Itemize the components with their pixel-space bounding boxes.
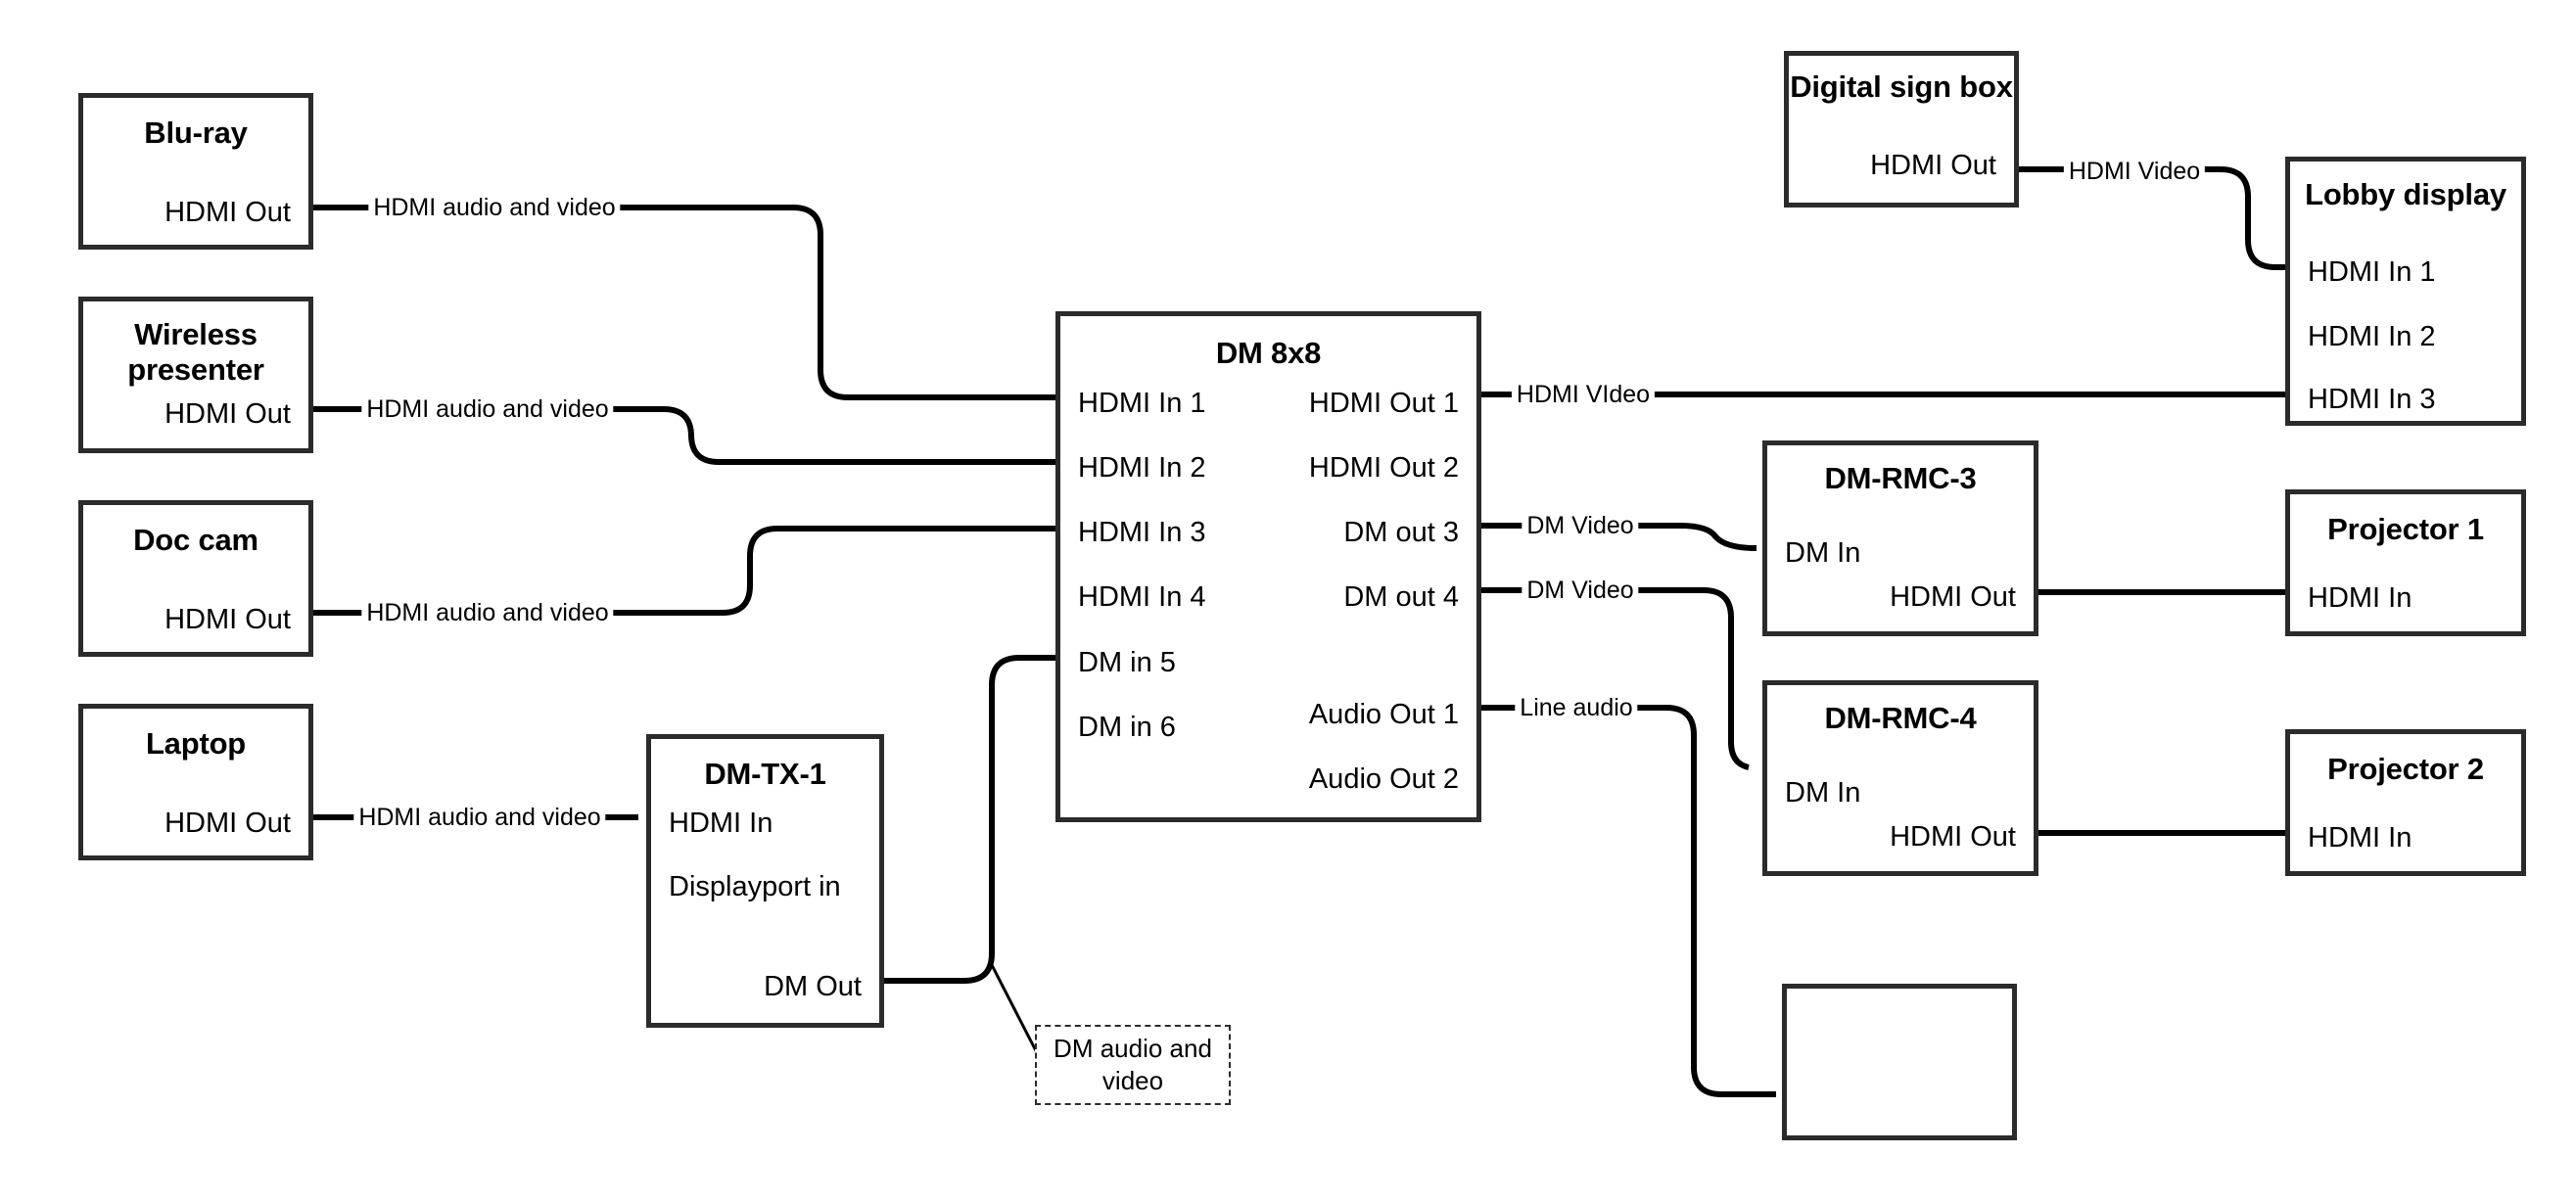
port-laptop-hdmi-out[interactable]: HDMI Out: [164, 808, 291, 839]
port-dm8x8-dm-out-3[interactable]: DM out 3: [1343, 517, 1459, 548]
device-title-lobby-display: Lobby display: [2305, 177, 2506, 211]
port-dm8x8-hdmi-in-2[interactable]: HDMI In 2: [1078, 452, 1206, 484]
device-dm-rmc-3[interactable]: DM-RMC-3 DM In HDMI Out: [1762, 440, 2038, 636]
edge-label-signbox-to-lobby: HDMI Video: [2063, 158, 2206, 185]
device-dm-rmc-4[interactable]: DM-RMC-4 DM In HDMI Out: [1762, 680, 2038, 876]
device-title-bluray: Blu-ray: [144, 115, 248, 150]
edge-label-dm-out4-to-rmc4: DM Video: [1522, 577, 1639, 604]
port-lobby-hdmi-in-1[interactable]: HDMI In 1: [2308, 256, 2436, 288]
edge-label-dm-audio-to-amplifier: Line audio: [1515, 694, 1638, 721]
edge-label-wireless-to-dm: HDMI audio and video: [361, 395, 614, 423]
edge-label-dm-out3-to-rmc3: DM Video: [1522, 512, 1639, 539]
port-dmtx1-hdmi-in[interactable]: HDMI In: [669, 808, 773, 839]
wire-signbox-to-lobby-in1: [2019, 166, 2285, 270]
device-amplifier[interactable]: [1782, 984, 2017, 1140]
device-wireless-presenter[interactable]: Wireless presenter HDMI Out: [78, 297, 313, 453]
port-dm8x8-dm-in-6[interactable]: DM in 6: [1078, 712, 1176, 743]
wire-wireless-to-dm-hdmi-in-2: [313, 406, 1055, 465]
device-digital-sign-box[interactable]: Digital sign box HDMI Out: [1784, 51, 2019, 208]
port-dm8x8-hdmi-in-3[interactable]: HDMI In 3: [1078, 517, 1206, 548]
port-rmc3-dm-in[interactable]: DM In: [1785, 537, 1861, 569]
device-projector-1[interactable]: Projector 1 HDMI In: [2285, 489, 2526, 636]
device-bluray[interactable]: Blu-ray HDMI Out: [78, 93, 313, 250]
port-bluray-hdmi-out[interactable]: HDMI Out: [164, 197, 291, 228]
device-title-laptop: Laptop: [145, 726, 247, 761]
device-title-doc-cam: Doc cam: [133, 523, 258, 557]
device-title-dm-rmc-3: DM-RMC-3: [1824, 461, 1977, 495]
device-lobby-display[interactable]: Lobby display HDMI In 1 HDMI In 2 HDMI I…: [2285, 157, 2526, 426]
device-laptop[interactable]: Laptop HDMI Out: [78, 704, 313, 860]
device-dm-tx-1[interactable]: DM-TX-1 HDMI In Displayport in DM Out: [646, 734, 884, 1028]
edge-label-doccam-to-dm: HDMI audio and video: [361, 599, 614, 626]
wire-doccam-to-dm-hdmi-in-3: [313, 526, 1055, 616]
port-lobby-hdmi-in-3[interactable]: HDMI In 3: [2308, 384, 2436, 415]
wire-bluray-to-dm-hdmi-in-1: [313, 205, 1055, 400]
port-projector2-hdmi-in[interactable]: HDMI In: [2308, 822, 2412, 854]
wire-dm-audio-out1-to-amplifier: [1481, 705, 1776, 1097]
port-dm8x8-hdmi-in-4[interactable]: HDMI In 4: [1078, 581, 1206, 613]
device-title-dm-tx-1: DM-TX-1: [704, 757, 826, 791]
port-rmc4-hdmi-out[interactable]: HDMI Out: [1890, 821, 2016, 853]
port-dm8x8-dm-out-4[interactable]: DM out 4: [1343, 581, 1459, 613]
wire-dmtx1-to-dm-in-5: [884, 655, 1055, 984]
port-wireless-hdmi-out[interactable]: HDMI Out: [164, 398, 291, 430]
port-doccam-hdmi-out[interactable]: HDMI Out: [164, 604, 291, 635]
port-dm8x8-hdmi-out-1[interactable]: HDMI Out 1: [1308, 388, 1459, 419]
edge-label-laptop-to-dmtx1: HDMI audio and video: [353, 804, 606, 831]
port-lobby-hdmi-in-2[interactable]: HDMI In 2: [2308, 321, 2436, 352]
device-title-dm-8x8: DM 8x8: [1215, 336, 1322, 370]
device-projector-2[interactable]: Projector 2 HDMI In: [2285, 729, 2526, 876]
port-dm8x8-dm-in-5[interactable]: DM in 5: [1078, 647, 1176, 678]
device-doc-cam[interactable]: Doc cam HDMI Out: [78, 500, 313, 657]
device-title-dm-rmc-4: DM-RMC-4: [1824, 701, 1977, 735]
port-signbox-hdmi-out[interactable]: HDMI Out: [1870, 150, 1996, 181]
device-title-projector-2: Projector 2: [2327, 752, 2484, 786]
edge-label-dm-out1-to-lobby: HDMI VIdeo: [1511, 381, 1656, 408]
port-rmc3-hdmi-out[interactable]: HDMI Out: [1890, 581, 2016, 613]
port-dmtx1-dm-out[interactable]: DM Out: [764, 971, 862, 1002]
callout-dm-audio-and-video: DM audio and video: [1035, 1025, 1231, 1105]
device-title-wireless-presenter: Wireless presenter: [127, 317, 264, 387]
port-dmtx1-displayport-in[interactable]: Displayport in: [669, 871, 841, 902]
device-title-digital-sign-box: Digital sign box: [1790, 69, 2013, 104]
edge-label-bluray-to-dm: HDMI audio and video: [368, 194, 621, 221]
device-title-projector-1: Projector 1: [2327, 512, 2484, 546]
port-dm8x8-hdmi-out-2[interactable]: HDMI Out 2: [1308, 452, 1459, 484]
wire-dm-out4-to-rmc4: [1481, 587, 1750, 770]
callout-text: DM audio and video: [1054, 1034, 1212, 1095]
wire-dm-out3-to-rmc3: [1481, 523, 1757, 551]
port-dm8x8-hdmi-in-1[interactable]: HDMI In 1: [1078, 388, 1206, 419]
port-dm8x8-audio-out-2[interactable]: Audio Out 2: [1308, 763, 1459, 795]
device-dm-8x8[interactable]: DM 8x8 HDMI In 1 HDMI In 2 HDMI In 3 HDM…: [1055, 311, 1481, 822]
port-projector1-hdmi-in[interactable]: HDMI In: [2308, 582, 2412, 614]
port-dm8x8-audio-out-1[interactable]: Audio Out 1: [1308, 699, 1459, 730]
port-rmc4-dm-in[interactable]: DM In: [1785, 777, 1861, 808]
